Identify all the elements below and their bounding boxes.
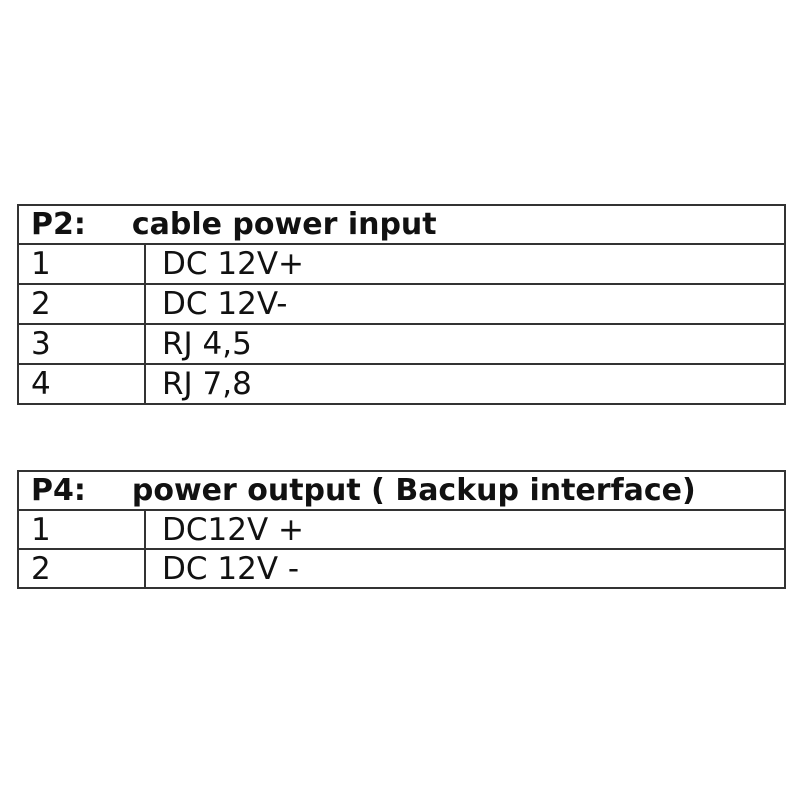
table-row: 4 RJ 7,8 [17,363,786,405]
pin-description-cell: RJ 7,8 [144,363,786,405]
p2-header-row: P2: cable power input [17,204,786,245]
p4-table-title: power output ( Backup interface) [131,473,696,508]
p4-header-cell: P4: power output ( Backup interface) [17,470,786,511]
p4-pin-table: P4: power output ( Backup interface) 1 DC… [17,470,786,589]
table-row: 1 DC 12V+ [17,243,786,285]
p4-header-row: P4: power output ( Backup interface) [17,470,786,511]
pin-description-cell: RJ 4,5 [144,323,786,365]
pin-description-cell: DC 12V+ [144,243,786,285]
pin-number-cell: 1 [17,243,146,285]
p4-connector-label: P4: [31,473,86,508]
p2-pin-table: P2: cable power input 1 DC 12V+ 2 DC 12V-… [17,204,786,405]
p2-connector-label: P2: [31,207,86,242]
table-row: 3 RJ 4,5 [17,323,786,365]
pin-number-cell: 2 [17,283,146,325]
pin-description-cell: DC12V + [144,509,786,550]
p2-header-cell: P2: cable power input [17,204,786,245]
table-row: 2 DC 12V- [17,283,786,325]
table-row: 2 DC 12V - [17,548,786,589]
p2-table-title: cable power input [131,207,437,242]
pin-number-cell: 3 [17,323,146,365]
pin-description-cell: DC 12V - [144,548,786,589]
table-row: 1 DC12V + [17,509,786,550]
pin-number-cell: 1 [17,509,146,550]
pin-number-cell: 2 [17,548,146,589]
pin-description-cell: DC 12V- [144,283,786,325]
pin-number-cell: 4 [17,363,146,405]
